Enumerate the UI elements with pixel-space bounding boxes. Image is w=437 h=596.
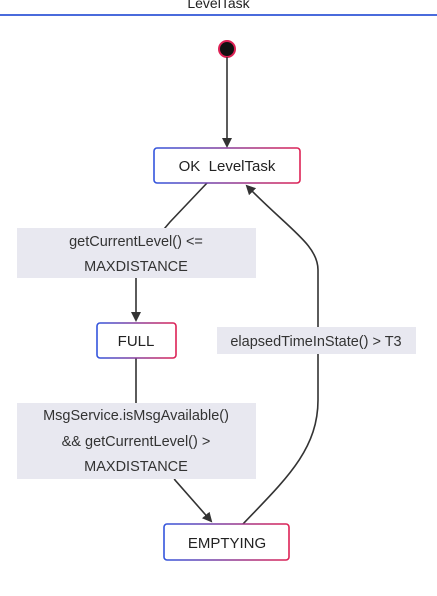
diagram-title-bar: LevelTask <box>0 0 437 16</box>
ok-to-full-label: getCurrentLevel() <= MAXDISTANCE <box>17 228 256 278</box>
emptying-to-ok-label-text: elapsedTimeInState() > T3 <box>230 334 401 350</box>
full-to-emptying-label: MsgService.isMsgAvailable() && getCurren… <box>17 403 256 479</box>
full-to-emptying-label-line-2: && getCurrentLevel() > <box>62 434 211 450</box>
diagram-title: LevelTask <box>187 0 250 11</box>
initial-state-dot <box>218 40 236 58</box>
emptying-to-ok-arrow <box>242 184 319 525</box>
state-emptying-label: EMPTYING <box>188 535 266 552</box>
state-full-label: FULL <box>118 333 155 350</box>
state-ok-leveltask[interactable]: OK LevelTask <box>153 147 301 184</box>
full-to-emptying-label-line-3: MAXDISTANCE <box>84 459 188 475</box>
state-full[interactable]: FULL <box>96 322 177 359</box>
ok-to-full-label-line-1: getCurrentLevel() <= <box>69 234 203 250</box>
full-to-emptying-label-line-1: MsgService.isMsgAvailable() <box>43 408 229 424</box>
state-emptying[interactable]: EMPTYING <box>163 523 290 561</box>
emptying-to-ok-label: elapsedTimeInState() > T3 <box>217 327 416 354</box>
ok-to-full-label-line-2: MAXDISTANCE <box>84 259 188 275</box>
state-ok-leveltask-label: OK LevelTask <box>179 158 276 175</box>
